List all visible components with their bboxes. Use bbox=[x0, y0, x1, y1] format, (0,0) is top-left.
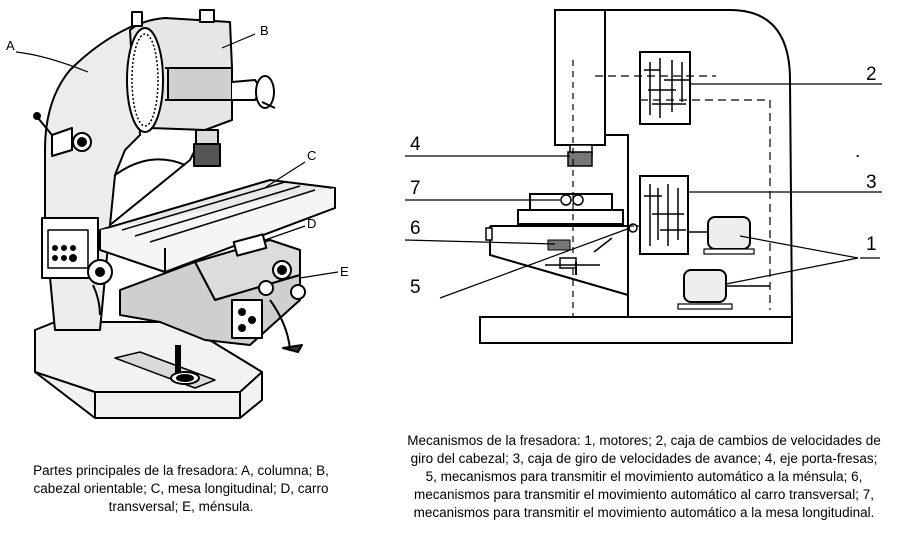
right-leader-lines bbox=[404, 83, 882, 299]
label-4: 4 bbox=[410, 134, 421, 155]
stray-mark: . bbox=[855, 141, 860, 162]
motor-lower bbox=[683, 269, 727, 303]
gearbox-3 bbox=[639, 175, 689, 255]
label-e: E bbox=[340, 264, 349, 279]
schematic-spindle-nose bbox=[567, 151, 593, 167]
motor-upper bbox=[707, 216, 751, 250]
label-5: 5 bbox=[410, 277, 421, 298]
label-d: D bbox=[307, 216, 316, 231]
caption-mechanisms: Mecanismos de la fresadora: 1, motores; … bbox=[407, 433, 881, 520]
label-3: 3 bbox=[866, 172, 877, 193]
schematic-spindle-head bbox=[554, 9, 606, 146]
label-6: 6 bbox=[410, 218, 421, 239]
label-2: 2 bbox=[866, 64, 877, 85]
label-7: 7 bbox=[410, 178, 421, 199]
label-b: B bbox=[260, 23, 269, 38]
label-c: C bbox=[307, 148, 316, 163]
left-leader-lines bbox=[15, 33, 339, 279]
label-a: A bbox=[6, 38, 15, 53]
label-1: 1 bbox=[866, 234, 877, 255]
milling-machine-illustration bbox=[33, 9, 336, 419]
schematic-base bbox=[479, 316, 793, 344]
caption-machine-parts: Partes principales de la fresadora: A, c… bbox=[33, 463, 329, 514]
machine-column bbox=[44, 24, 141, 331]
mechanism-schematic bbox=[479, 9, 793, 344]
